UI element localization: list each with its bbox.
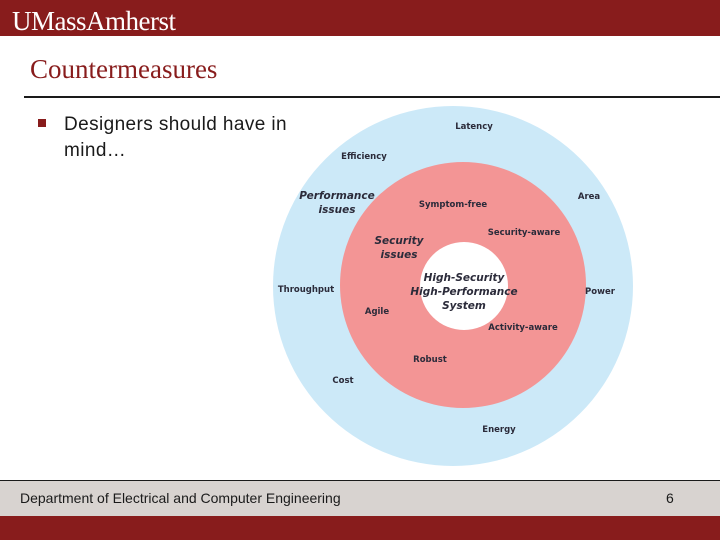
label-cost: Cost bbox=[332, 376, 353, 386]
inner-core-system bbox=[420, 242, 508, 330]
slide-title: Countermeasures bbox=[30, 54, 218, 84]
label-area: Area bbox=[578, 192, 601, 202]
label-latency: Latency bbox=[455, 122, 493, 132]
label-robust: Robust bbox=[413, 355, 447, 365]
page-number: 6 bbox=[666, 490, 674, 506]
label-symptom-free: Symptom-free bbox=[419, 200, 488, 210]
security-issues-title-1: Security bbox=[374, 235, 424, 247]
label-efficiency: Efficiency bbox=[341, 152, 387, 162]
header-bar: UMassAmherst bbox=[0, 0, 720, 36]
footer-band bbox=[0, 480, 720, 517]
center-label-line-3: System bbox=[442, 300, 486, 312]
label-activity-aware: Activity-aware bbox=[488, 323, 558, 333]
label-power: Power bbox=[585, 287, 616, 297]
bullet-square-icon bbox=[38, 119, 46, 127]
bottom-bar bbox=[0, 516, 720, 540]
performance-issues-title-2: issues bbox=[319, 204, 356, 216]
center-label-line-1: High-Security bbox=[424, 272, 506, 284]
label-throughput: Throughput bbox=[278, 285, 334, 295]
label-agile: Agile bbox=[365, 307, 389, 317]
footer-department: Department of Electrical and Computer En… bbox=[20, 490, 341, 506]
label-security-aware: Security-aware bbox=[488, 228, 561, 238]
label-energy: Energy bbox=[482, 425, 516, 435]
performance-issues-title-1: Performance bbox=[299, 190, 375, 202]
countermeasures-diagram: High-Security High-Performance System Se… bbox=[273, 106, 633, 466]
center-label-line-2: High-Performance bbox=[410, 286, 517, 298]
umass-logo: UMassAmherst bbox=[12, 6, 176, 36]
security-issues-title-2: issues bbox=[381, 249, 418, 261]
bullet-text: Designers should have in mind… bbox=[64, 114, 287, 161]
title-divider bbox=[24, 96, 720, 98]
